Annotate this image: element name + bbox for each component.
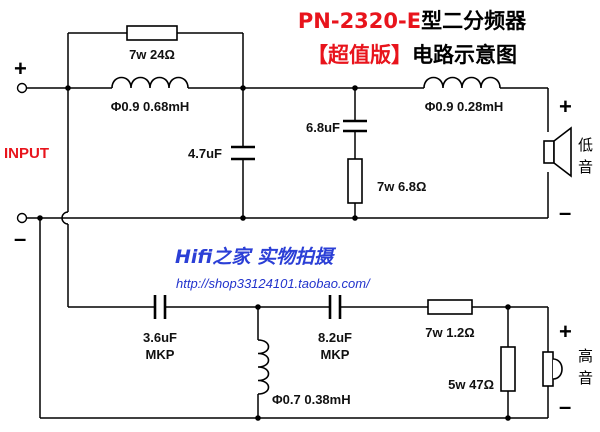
inductor-068mh	[111, 76, 189, 89]
title-line-1: PN-2320-E型二分频器	[298, 9, 527, 33]
input-label: INPUT	[4, 145, 49, 162]
tweeter-label-line-1: 高	[578, 347, 593, 365]
resistor-68-ohm	[347, 158, 363, 204]
inductor-038mh	[257, 339, 270, 395]
capacitor-47uf	[231, 145, 255, 161]
woofer-wires	[27, 32, 549, 307]
resistor-24-ohm	[126, 25, 178, 41]
inductor-028mh-label: Φ0.9 0.28mH	[425, 99, 504, 114]
woofer-speaker-icon	[543, 126, 572, 178]
tweeter-wires	[39, 218, 549, 419]
title-line-2: 【超值版】电路示意图	[307, 43, 517, 67]
input-minus-sign: –	[14, 226, 26, 251]
capacitor-82uf-type-label: MKP	[321, 347, 350, 362]
inductor-038mh-label: Φ0.7 0.38mH	[272, 392, 351, 407]
input-minus-terminal	[16, 212, 28, 224]
input-plus-sign: +	[14, 56, 27, 81]
inductor-068mh-label: Φ0.9 0.68mH	[111, 99, 190, 114]
capacitor-36uf	[153, 295, 167, 319]
capacitor-36uf-type-label: MKP	[146, 347, 175, 362]
resistor-24-ohm-label: 7w 24Ω	[129, 47, 175, 62]
woofer-minus-sign: –	[559, 200, 571, 225]
capacitor-68uf-label: 6.8uF	[306, 120, 340, 135]
resistor-47-ohm-label: 5w 47Ω	[448, 377, 494, 392]
resistor-12-ohm-label: 7w 1.2Ω	[425, 325, 474, 340]
input-plus-terminal	[16, 82, 28, 94]
tweeter-label-line-2: 音	[578, 369, 593, 387]
watermark-url: http://shop33124101.taobao.com/	[176, 276, 371, 291]
woofer-plus-sign: +	[559, 94, 572, 119]
tweeter-plus-sign: +	[559, 319, 572, 344]
capacitor-82uf	[328, 295, 342, 319]
capacitor-36uf-value-label: 3.6uF	[143, 330, 177, 345]
inductor-028mh	[423, 76, 501, 89]
capacitor-68uf	[343, 119, 367, 133]
woofer-label-line-2: 音	[578, 158, 593, 176]
resistor-12-ohm	[427, 299, 473, 315]
resistor-68-ohm-label: 7w 6.8Ω	[377, 179, 426, 194]
tweeter-speaker-icon	[542, 351, 563, 387]
woofer-label-line-1: 低	[578, 136, 593, 154]
capacitor-47uf-label: 4.7uF	[188, 146, 222, 161]
tweeter-minus-sign: –	[559, 394, 571, 419]
watermark-text: Hifi之家 实物拍摄	[175, 246, 337, 268]
resistor-47-ohm	[500, 346, 516, 392]
capacitor-82uf-value-label: 8.2uF	[318, 330, 352, 345]
junction-dots	[37, 85, 511, 421]
